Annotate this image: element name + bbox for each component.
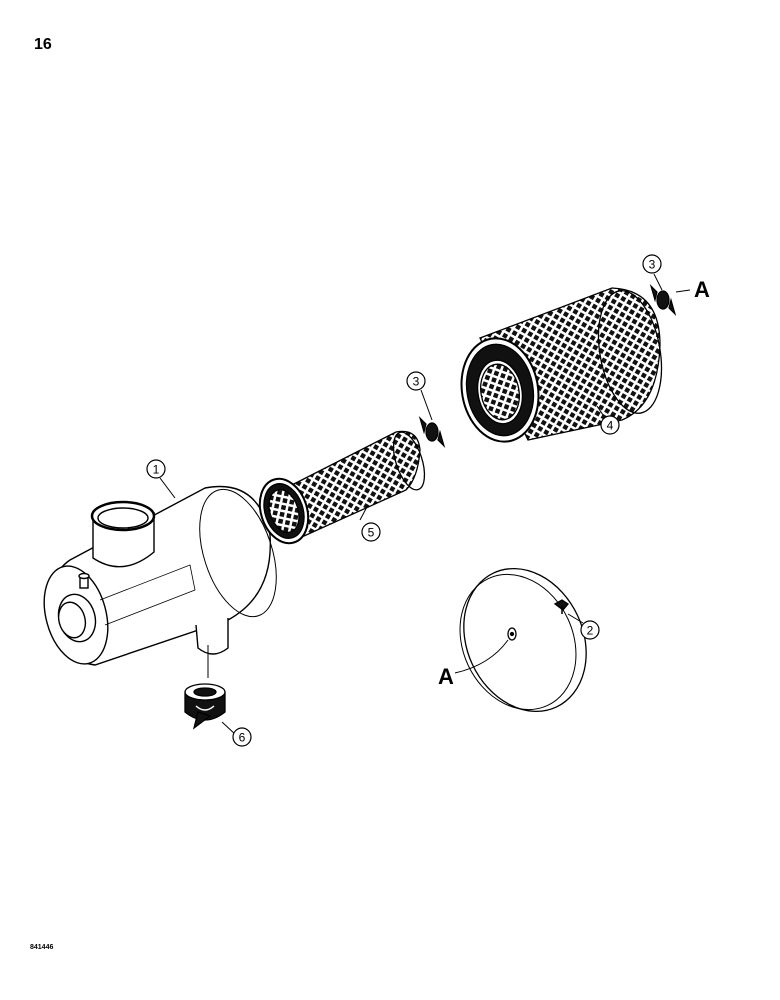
callout-label: 4 <box>607 419 614 433</box>
callout-label: 6 <box>239 731 246 745</box>
dust-valve-icon <box>184 683 226 730</box>
callout-1: 1 <box>146 459 166 479</box>
outer-filter-element-icon <box>460 287 663 443</box>
callout-6: 6 <box>232 727 252 747</box>
callout-label: 1 <box>153 463 160 477</box>
page-number: 16 <box>34 36 52 53</box>
callout-label: 5 <box>368 526 375 540</box>
callout-3-inner: 3 <box>406 371 426 391</box>
callout-2: 2 <box>580 620 600 640</box>
inner-filter-element-icon <box>258 430 426 545</box>
callout-4: 4 <box>600 415 620 435</box>
callout-label: 3 <box>649 258 656 272</box>
air-cleaner-housing-icon <box>43 485 277 666</box>
reference-number: 841446 <box>30 944 54 951</box>
leader-lines <box>159 273 691 736</box>
letter-a-bottom: A <box>438 664 454 689</box>
end-cover-icon <box>459 567 587 713</box>
callout-label: 2 <box>587 624 594 638</box>
callout-label: 3 <box>413 375 420 389</box>
callout-5: 5 <box>361 522 381 542</box>
wing-nut-icon <box>418 283 677 449</box>
letter-a-top: A <box>694 277 710 302</box>
callout-3-outer: 3 <box>642 254 662 274</box>
